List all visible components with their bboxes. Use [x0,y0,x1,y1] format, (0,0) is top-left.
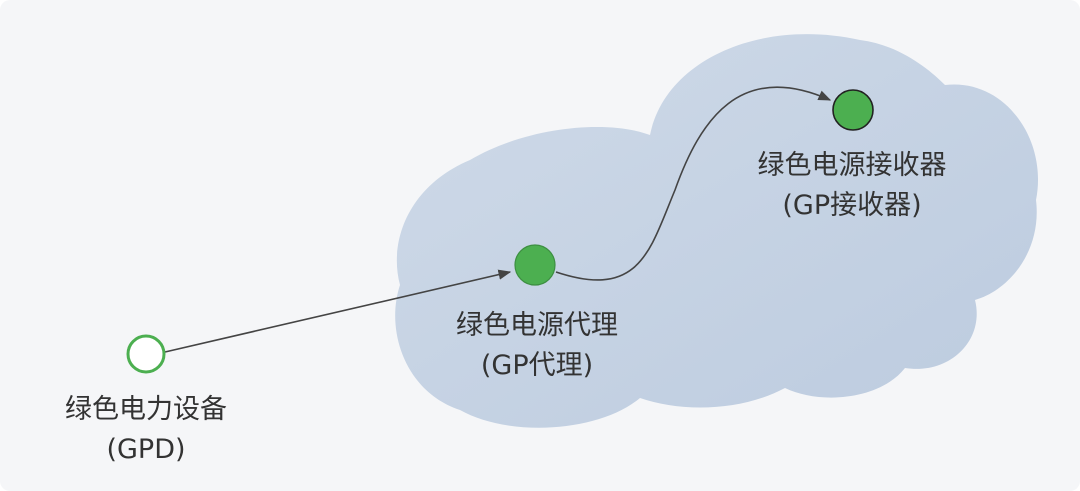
label-gpd-line2: (GPD) [106,434,186,465]
label-proxy-line2: (GP代理) [480,350,594,381]
label-proxy: 绿色电源代理 (GP代理) [456,306,618,386]
edge-gpd-to-proxy [164,269,512,353]
label-proxy-line1: 绿色电源代理 [456,310,618,341]
edge-proxy-to-sink [555,86,832,281]
label-gpd: 绿色电力设备 (GPD) [65,390,227,470]
label-gpd-line1: 绿色电力设备 [65,394,227,425]
label-sink-line1: 绿色电源接收器 [757,150,947,181]
node-sink [832,89,874,131]
network-cloud [395,34,1039,428]
label-sink-line2: (GP接收器) [782,190,922,221]
node-proxy [514,244,556,286]
label-sink: 绿色电源接收器 (GP接收器) [758,146,947,226]
node-gpd [126,334,166,374]
